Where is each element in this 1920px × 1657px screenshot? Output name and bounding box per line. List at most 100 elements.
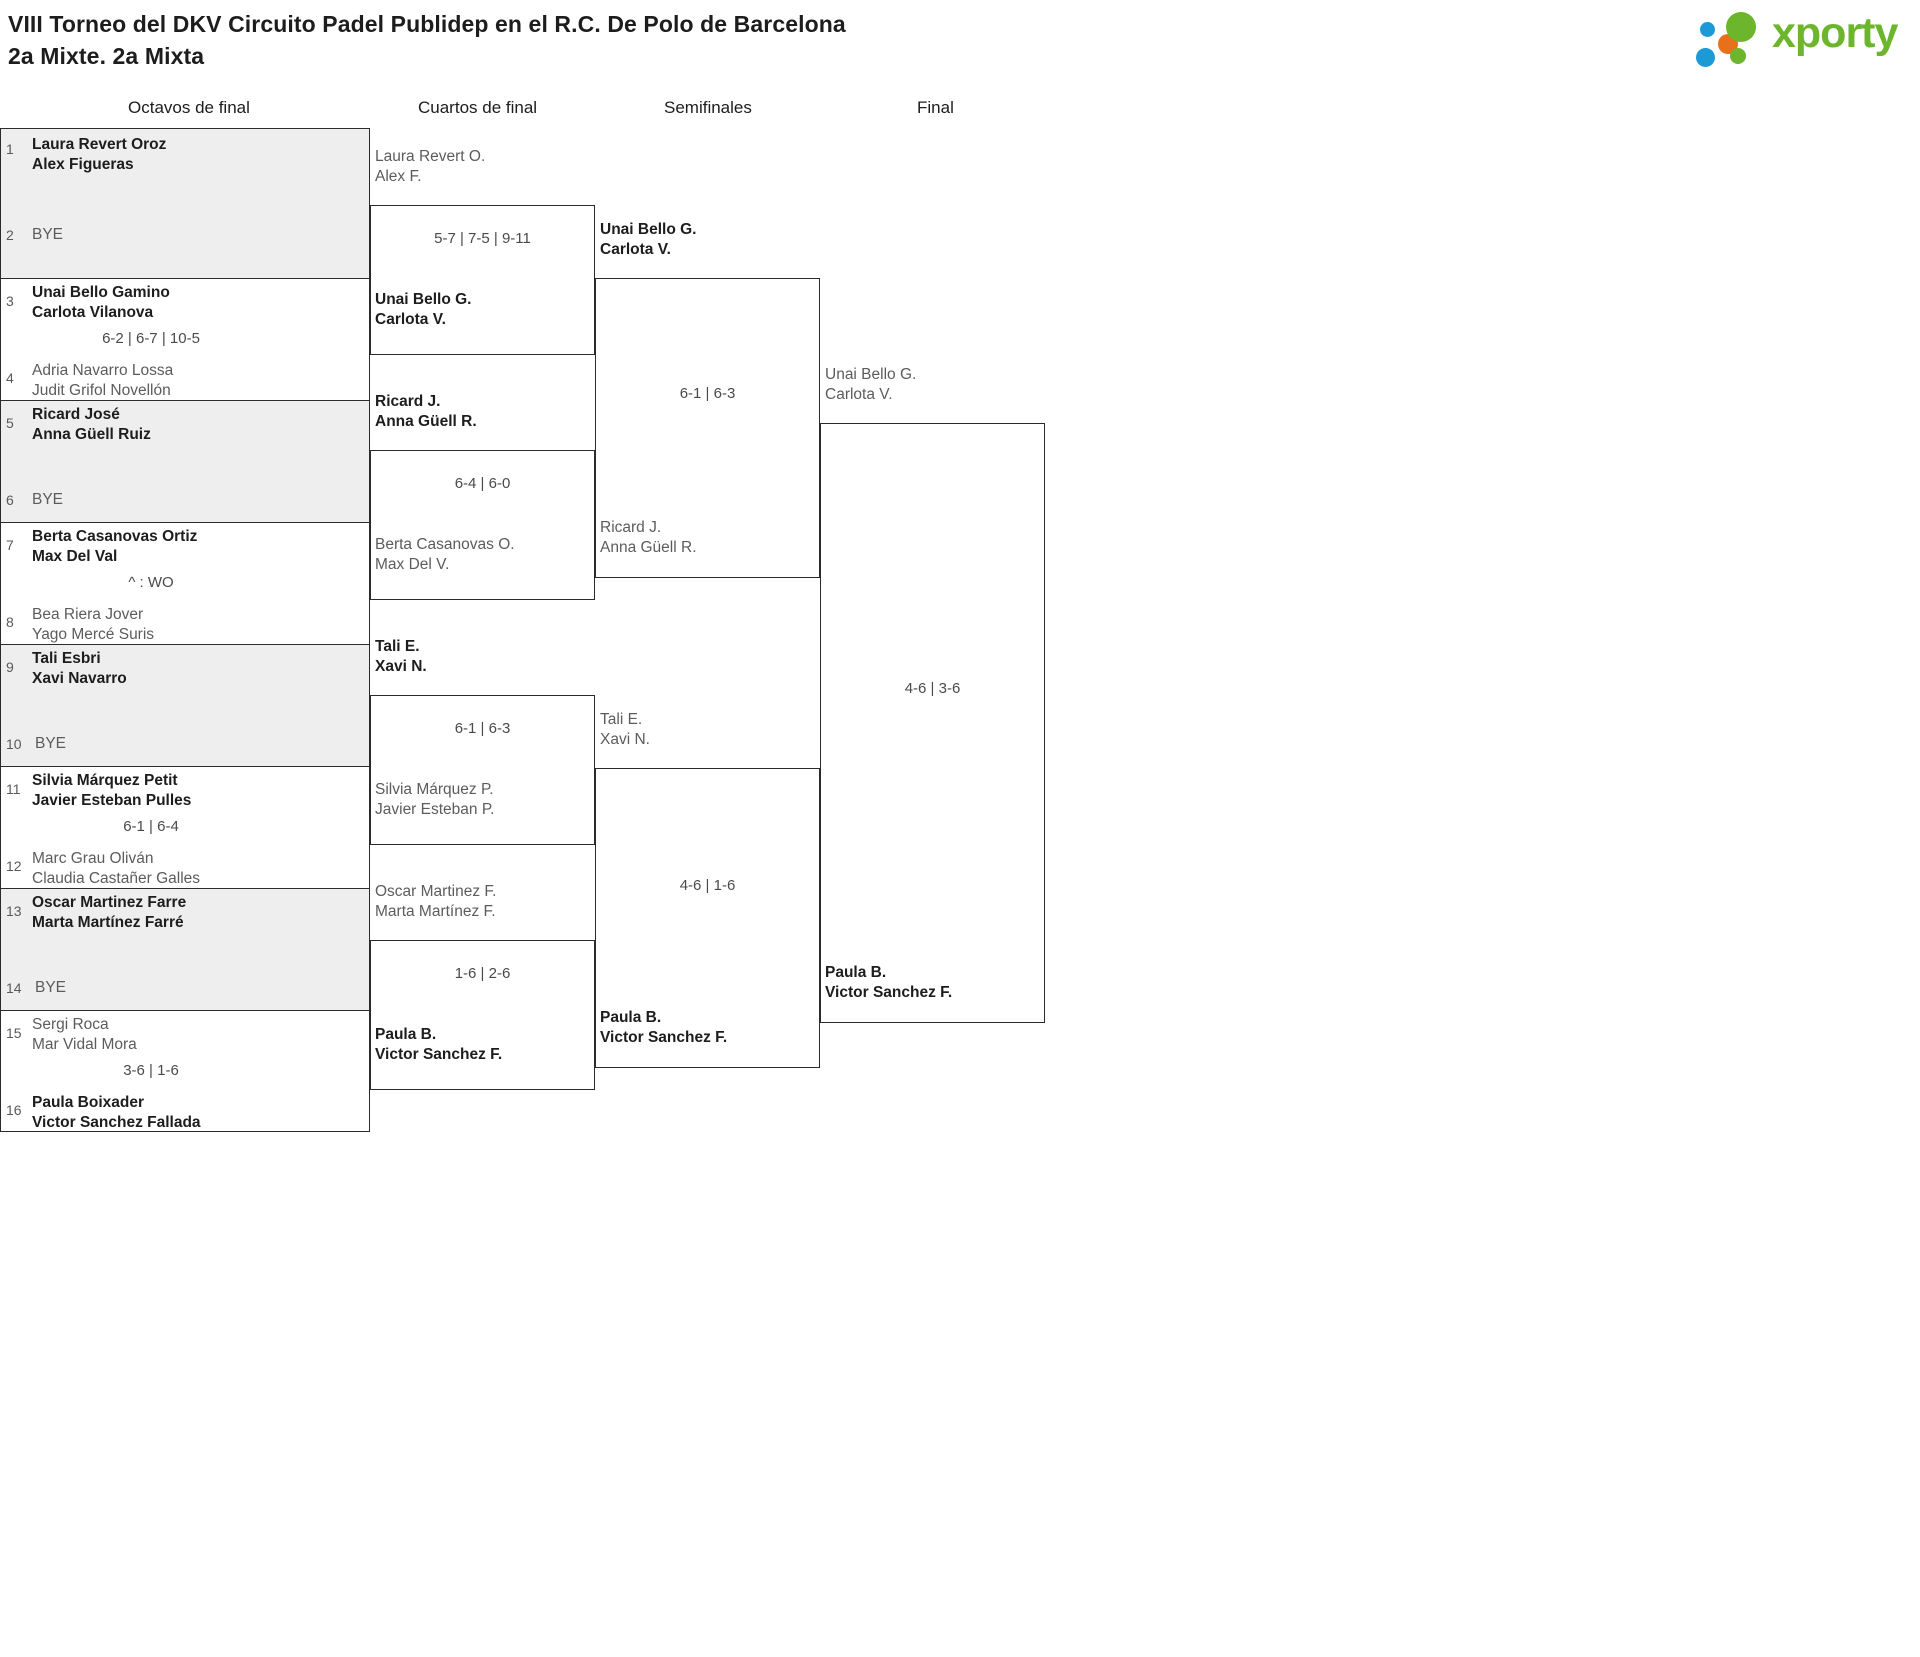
r1-match-6[interactable]: 11 Silvia Márquez Petit Javier Esteban P… (0, 766, 370, 888)
logo-dot-green-small (1730, 48, 1746, 64)
r1-team-b-bye: BYE (35, 735, 67, 752)
page-title: VIII Torneo del DKV Circuito Padel Publi… (8, 8, 846, 72)
player-line-1: Tali E. (375, 638, 420, 655)
player-line-1: Ricard J. (600, 519, 662, 536)
seed-number: 16 (6, 1102, 22, 1118)
r1-team-a: Ricard José Anna Güell Ruiz (32, 405, 151, 444)
r1-team-b-bye: BYE (35, 979, 67, 996)
r1-team-b-bye: BYE (32, 226, 64, 243)
player-line-1: Unai Bello G. (825, 366, 917, 383)
r2-match-1-box[interactable] (370, 205, 595, 355)
round-header-final: Final (917, 98, 954, 117)
player-line-2: Javier Esteban P. (375, 800, 495, 818)
seed-number: 13 (6, 903, 22, 919)
seed-number: 4 (6, 370, 14, 386)
player-line-2: Javier Esteban Pulles (32, 791, 192, 809)
r2-match-3-bottom-team: Silvia Márquez P. Javier Esteban P. (375, 780, 494, 819)
final-match-box[interactable] (820, 423, 1045, 1023)
player-line-1: Oscar Martinez Farre (32, 894, 187, 911)
xporty-logo[interactable]: xporty (1696, 6, 1910, 67)
r1-team-b: Adria Navarro Lossa Judit Grifol Novelló… (32, 361, 173, 400)
player-line-2: Marta Martínez F. (375, 902, 496, 920)
round-header-cuartos: Cuartos de final (418, 98, 538, 117)
r1-match-7[interactable]: 13 Oscar Martinez Farre Marta Martínez F… (0, 888, 370, 1010)
seed-number: 2 (6, 227, 14, 243)
player-line-2: Alex F. (375, 167, 422, 185)
player-line-1: Marc Grau Oliván (32, 850, 154, 867)
tournament-bracket: 1 Laura Revert Oroz Alex Figueras 2 BYE … (0, 128, 1045, 1132)
r1-team-b: Bea Riera Jover Yago Mercé Suris (32, 605, 154, 644)
player-line-1: Sergi Roca (32, 1016, 109, 1033)
player-line-1: Unai Bello G. (600, 221, 697, 238)
r2-match-2-box[interactable] (370, 450, 595, 600)
logo-dot-blue-top (1700, 22, 1715, 37)
player-line-2: Victor Sanchez F. (375, 1045, 503, 1063)
player-line-1: Unai Bello G. (375, 291, 472, 308)
r2-match-2-score: 6-4 | 6-0 (454, 475, 511, 492)
logo-dot-blue-bottom (1696, 48, 1715, 67)
player-line-2: Alex Figueras (32, 155, 134, 173)
logo-wordmark: xporty (1772, 9, 1898, 57)
player-line-2: Anna Güell R. (375, 412, 477, 430)
final-top-team: Unai Bello G. Carlota V. (825, 365, 916, 404)
seed-number: 3 (6, 293, 14, 309)
r2-match-3-box[interactable] (370, 695, 595, 845)
final-bottom-team: Paula B. Victor Sanchez F. (825, 963, 952, 1002)
r1-match-8[interactable]: 15 Sergi Roca Mar Vidal Mora 3-6 | 1-6 1… (0, 1010, 370, 1132)
player-line-2: Carlota V. (375, 310, 446, 328)
r2-match-3-score: 6-1 | 6-3 (454, 720, 511, 737)
player-line-2: Max Del V. (375, 555, 450, 573)
player-line-1: Laura Revert O. (375, 148, 486, 165)
player-line-2: Carlota Vilanova (32, 303, 154, 321)
r3-match-1-score: 6-1 | 6-3 (679, 385, 736, 402)
player-line-1: Laura Revert Oroz (32, 136, 167, 153)
r2-match-4-bottom-team: Paula B. Victor Sanchez F. (375, 1025, 502, 1064)
r1-match-1[interactable]: 1 Laura Revert Oroz Alex Figueras 2 BYE (0, 128, 370, 278)
r3-match-2-box[interactable] (595, 768, 820, 1068)
seed-number: 15 (6, 1025, 22, 1041)
r1-score: 3-6 | 1-6 (123, 1062, 179, 1079)
r1-team-a: Silvia Márquez Petit Javier Esteban Pull… (32, 771, 191, 810)
r3-match-2-score: 4-6 | 1-6 (679, 877, 736, 894)
seed-number: 12 (6, 858, 22, 874)
r2-match-1-top-team: Laura Revert O. Alex F. (375, 147, 485, 186)
player-line-1: Bea Riera Jover (32, 606, 144, 623)
r3-match-1-bottom-team: Ricard J. Anna Güell R. (600, 518, 697, 557)
r2-match-4-top-team: Oscar Martinez F. Marta Martínez F. (375, 882, 496, 921)
player-line-2: Yago Mercé Suris (32, 625, 155, 643)
player-line-1: Ricard J. (375, 393, 441, 410)
seed-number: 8 (6, 614, 14, 630)
r1-match-2[interactable]: 3 Unai Bello Gamino Carlota Vilanova 6-2… (0, 278, 370, 400)
player-line-2: Victor Sanchez F. (825, 983, 953, 1001)
logo-dot-green-big (1726, 12, 1756, 42)
player-line-2: Xavi N. (600, 730, 650, 748)
seed-number: 5 (6, 415, 14, 431)
player-line-1: Silvia Márquez P. (375, 781, 494, 798)
seed-number: 9 (6, 659, 14, 675)
r2-match-4-box[interactable] (370, 940, 595, 1090)
player-line-1: Oscar Martinez F. (375, 883, 497, 900)
r1-score: 6-2 | 6-7 | 10-5 (102, 330, 200, 347)
player-line-2: Victor Sanchez Fallada (32, 1113, 201, 1131)
r1-score: ^ : WO (128, 574, 174, 591)
r1-match-3[interactable]: 5 Ricard José Anna Güell Ruiz 6 BYE (0, 400, 370, 522)
seed-number: 1 (6, 141, 14, 157)
final-score: 4-6 | 3-6 (904, 680, 961, 697)
player-line-2: Mar Vidal Mora (32, 1035, 137, 1053)
player-line-1: Paula B. (825, 964, 887, 981)
r3-match-1-box[interactable] (595, 278, 820, 578)
seed-number: 14 (6, 980, 22, 996)
player-line-1: Paula Boixader (32, 1094, 144, 1111)
r1-team-b: Paula Boixader Victor Sanchez Fallada (32, 1093, 201, 1132)
r1-team-a: Berta Casanovas Ortiz Max Del Val (32, 527, 197, 566)
round-header-octavos: Octavos de final (128, 98, 250, 117)
r1-match-4[interactable]: 7 Berta Casanovas Ortiz Max Del Val ^ : … (0, 522, 370, 644)
r3-match-1-top-team: Unai Bello G. Carlota V. (600, 220, 696, 259)
r1-match-5[interactable]: 9 Tali Esbri Xavi Navarro 10 BYE (0, 644, 370, 766)
player-line-1: Paula B. (375, 1026, 437, 1043)
r2-match-2-top-team: Ricard J. Anna Güell R. (375, 392, 477, 431)
player-line-1: Silvia Márquez Petit (32, 772, 178, 789)
player-line-1: Tali Esbri (32, 650, 101, 667)
seed-number: 7 (6, 537, 14, 553)
player-line-2: Anna Güell R. (600, 538, 697, 556)
